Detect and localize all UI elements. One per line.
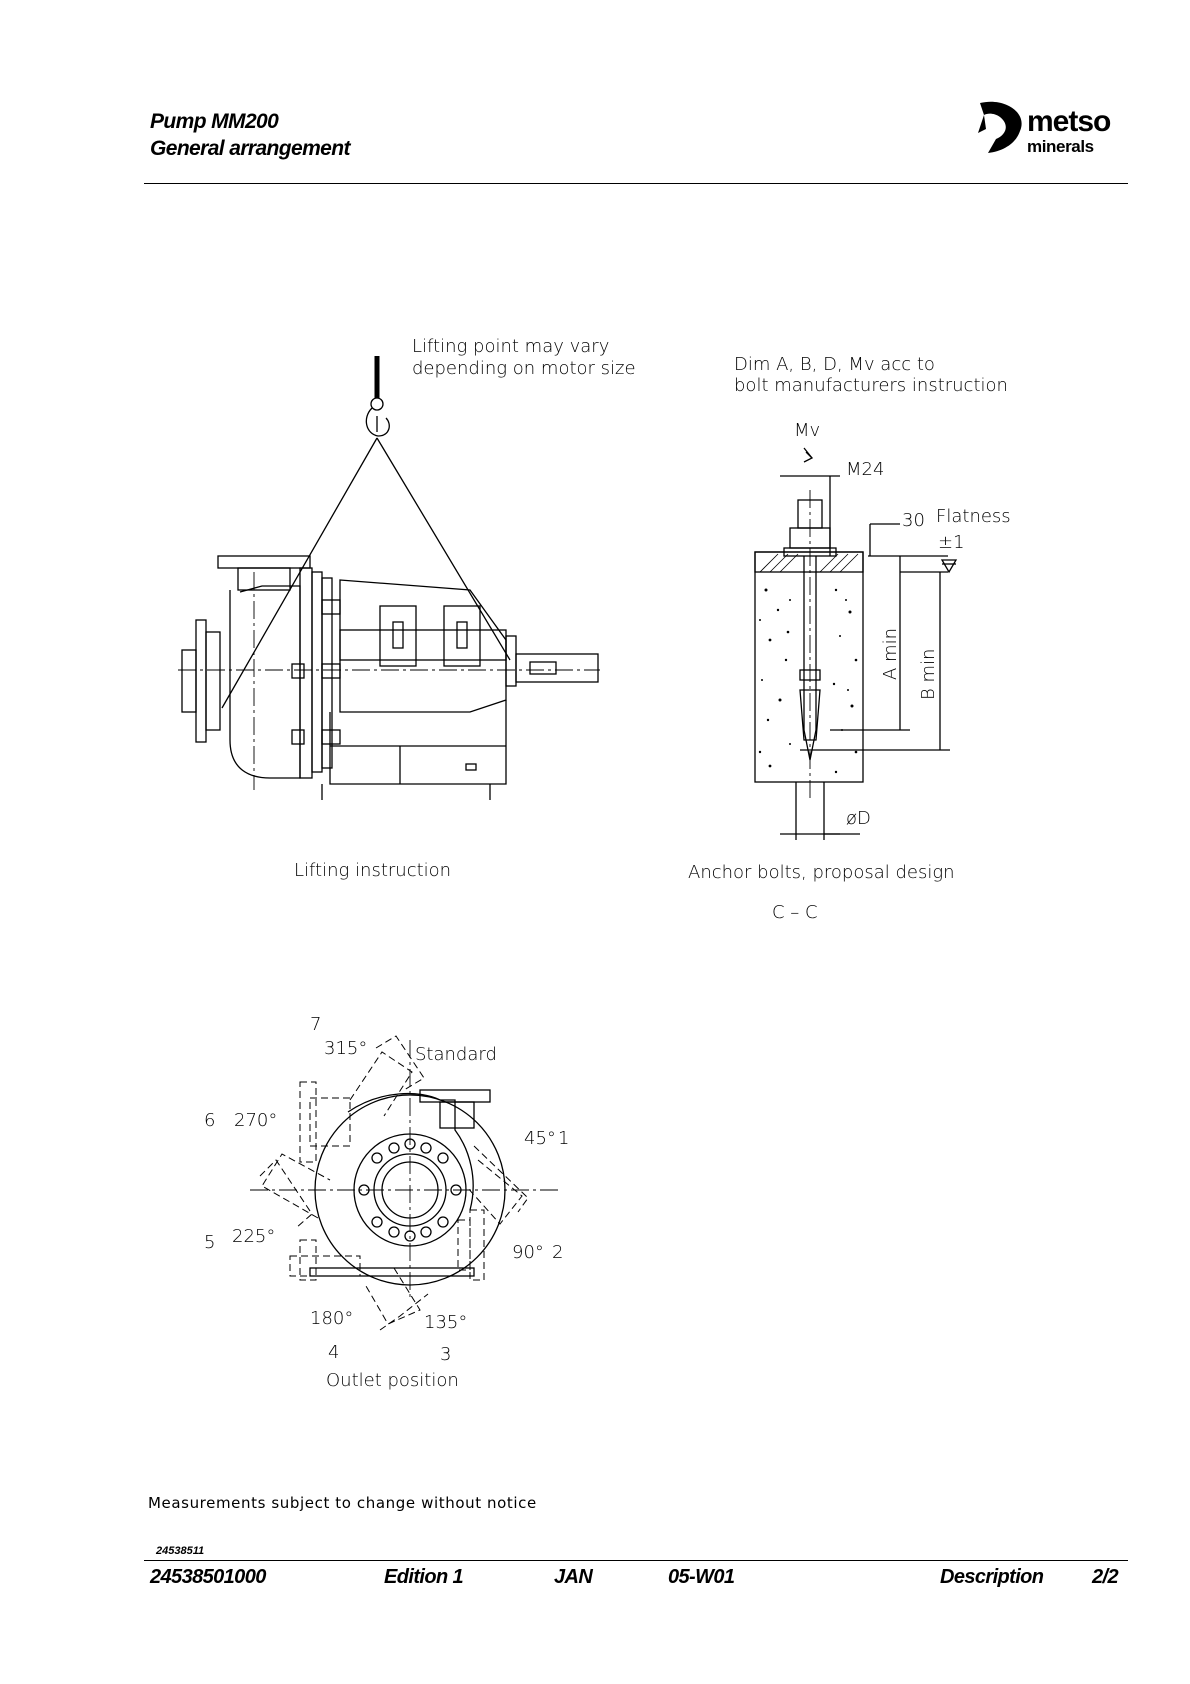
title-line-1: Pump MM200 <box>150 110 279 133</box>
outlet-num-6: 6 <box>204 1110 215 1131</box>
tolerance-label: ±1 <box>938 532 965 553</box>
notice-text: Measurements subject to change without n… <box>148 1494 537 1512</box>
footer-type: Description <box>940 1566 1044 1588</box>
outlet-num-1: 1 <box>558 1128 569 1149</box>
outlet-deg-315: 315° <box>324 1038 367 1059</box>
outlet-num-7: 7 <box>310 1014 321 1035</box>
logo-sub: minerals <box>1027 137 1094 156</box>
section-label: C – C <box>772 902 818 923</box>
lifting-drawing <box>181 356 599 800</box>
mv-label: Mv <box>794 420 820 441</box>
outlet-num-5: 5 <box>204 1232 215 1253</box>
outlet-num-3: 3 <box>440 1344 451 1365</box>
title-line-2: General arrangement <box>150 137 350 160</box>
lifting-note-line-1: Lifting point may vary <box>412 336 609 357</box>
metso-logo-icon <box>978 101 1022 153</box>
lifting-centerlines <box>178 572 600 790</box>
anchor-drawing <box>754 447 958 840</box>
footer-code: 05-W01 <box>668 1566 735 1588</box>
header-rule <box>144 183 1128 184</box>
outlet-deg-135: 135° <box>424 1312 467 1333</box>
thirty-label: 30 <box>902 510 925 531</box>
standard-label: Standard <box>415 1044 497 1065</box>
outlet-deg-180: 180° <box>310 1308 353 1329</box>
page-title: Pump MM200 General arrangement <box>150 108 350 162</box>
outlet-deg-90: 90° <box>512 1242 544 1263</box>
outlet-num-4: 4 <box>328 1342 339 1363</box>
doc-id: 24538511 <box>156 1545 205 1557</box>
lifting-note-line-2: depending on motor size <box>412 358 636 379</box>
footer-edition: Edition 1 <box>384 1566 464 1588</box>
footer-page: 2/2 <box>1092 1566 1119 1588</box>
anchor-note-line-2: bolt manufacturers instruction <box>734 375 1008 396</box>
lifting-caption: Lifting instruction <box>294 860 451 881</box>
footer-month: JAN <box>554 1566 593 1588</box>
outlet-deg-45: 45° <box>524 1128 556 1149</box>
anchor-note-line-1: Dim A, B, D, Mv acc to <box>734 354 935 375</box>
a-min-label: A min <box>880 628 901 680</box>
concrete-texture <box>758 588 858 774</box>
footer-number: 24538501000 <box>150 1566 266 1588</box>
phi-d-label: øD <box>846 808 871 829</box>
footer-rule <box>144 1560 1128 1561</box>
outlet-deg-270: 270° <box>234 1110 277 1131</box>
m24-label: M24 <box>846 459 884 480</box>
logo-brand: metso <box>1027 105 1111 138</box>
b-min-label: B min <box>918 649 939 700</box>
flatness-label: Flatness <box>936 506 1011 527</box>
outlet-num-2: 2 <box>552 1242 563 1263</box>
alternate-outlets <box>259 1035 529 1331</box>
anchor-caption: Anchor bolts, proposal design <box>688 862 955 883</box>
outlet-caption: Outlet position <box>326 1370 459 1391</box>
outlet-deg-225: 225° <box>232 1226 275 1247</box>
